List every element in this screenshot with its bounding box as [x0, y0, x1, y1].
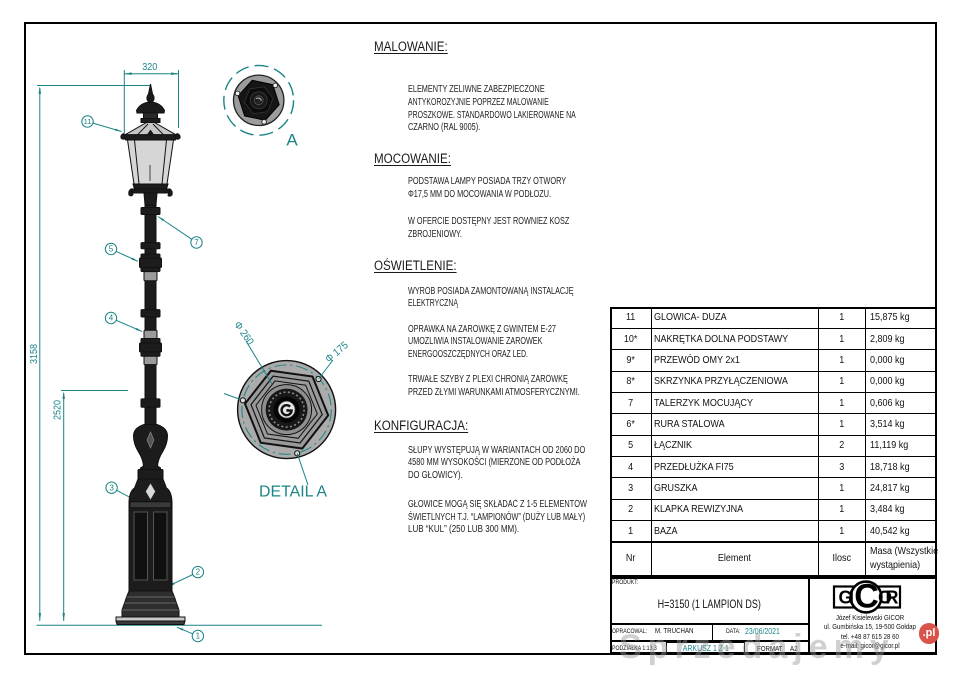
svg-text:4: 4	[109, 314, 114, 323]
svg-text:A: A	[286, 130, 298, 149]
svg-text:OR: OR	[878, 588, 899, 608]
svg-text:320: 320	[142, 62, 157, 73]
svg-text:DETAIL A: DETAIL A	[259, 484, 328, 501]
svg-text:7: 7	[194, 238, 199, 247]
svg-text:1: 1	[196, 632, 201, 641]
svg-text:Φ 175: Φ 175	[323, 339, 351, 365]
svg-text:3158: 3158	[29, 344, 40, 364]
svg-text:2: 2	[196, 568, 201, 577]
svg-text:2520: 2520	[53, 400, 64, 420]
svg-text:C: C	[854, 578, 879, 616]
svg-text:3: 3	[109, 483, 114, 492]
svg-text:Φ 260: Φ 260	[231, 319, 256, 347]
svg-text:11: 11	[84, 117, 92, 126]
svg-text:GI: GI	[839, 588, 855, 608]
svg-text:5: 5	[109, 245, 114, 254]
